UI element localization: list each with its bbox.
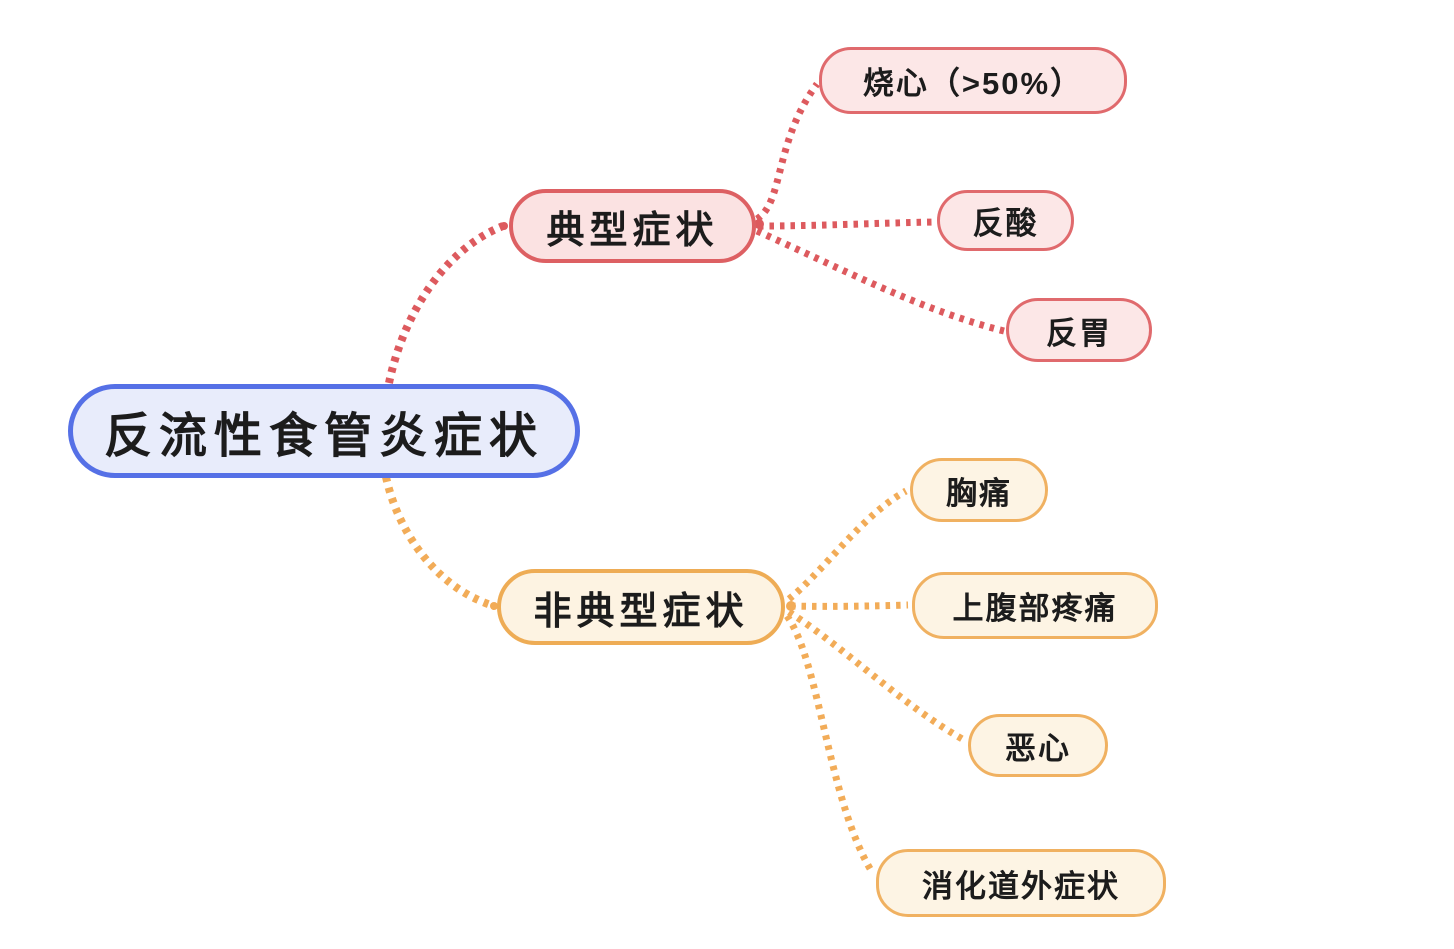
connector-atypical-to-extraesophageal — [784, 613, 875, 874]
connector-typical-to-regurgitation — [755, 227, 1005, 335]
branch-node-typical-symptoms[interactable]: 典型症状 — [509, 189, 756, 263]
child-node-label: 胸痛 — [946, 475, 1012, 511]
branch-node-atypical-symptoms[interactable]: 非典型症状 — [497, 569, 785, 645]
child-node-acid-reflux[interactable]: 反酸 — [937, 190, 1074, 251]
connector-typical-to-heartburn — [754, 81, 820, 222]
root-node-label: 反流性食管炎症状 — [103, 410, 544, 463]
anchor-dot-typical-right — [754, 219, 764, 229]
child-node-epigastric-pain[interactable]: 上腹部疼痛 — [912, 572, 1158, 639]
connector-atypical-to-epigastric-pain — [790, 601, 909, 610]
connector-atypical-to-nausea — [787, 609, 966, 744]
child-node-label: 烧心（>50%） — [862, 66, 1084, 101]
anchor-dot-atypical-left — [490, 602, 498, 610]
child-node-nausea[interactable]: 恶心 — [968, 714, 1108, 777]
connector-root-to-atypical — [382, 476, 496, 610]
child-node-heartburn[interactable]: 烧心（>50%） — [819, 47, 1127, 114]
child-node-chest-pain[interactable]: 胸痛 — [910, 458, 1048, 522]
connector-root-to-typical — [385, 222, 505, 384]
connector-atypical-to-chest-pain — [786, 487, 908, 602]
child-node-label: 恶心 — [1005, 731, 1071, 766]
branch-node-label: 非典型症状 — [533, 590, 749, 633]
child-node-label: 消化道外症状 — [922, 868, 1120, 904]
child-node-label: 上腹部疼痛 — [952, 591, 1118, 626]
child-node-extraesophageal-symptoms[interactable]: 消化道外症状 — [876, 849, 1166, 917]
anchor-dot-atypical-right — [786, 601, 796, 611]
child-node-label: 反胃 — [1046, 315, 1112, 351]
connector-typical-to-acid-reflux — [758, 218, 936, 230]
anchor-dot-typical-left — [500, 222, 508, 230]
child-node-label: 反酸 — [972, 206, 1039, 241]
root-node[interactable]: 反流性食管炎症状 — [68, 384, 580, 478]
child-node-regurgitation[interactable]: 反胃 — [1006, 298, 1152, 362]
branch-node-label: 典型症状 — [546, 209, 719, 252]
